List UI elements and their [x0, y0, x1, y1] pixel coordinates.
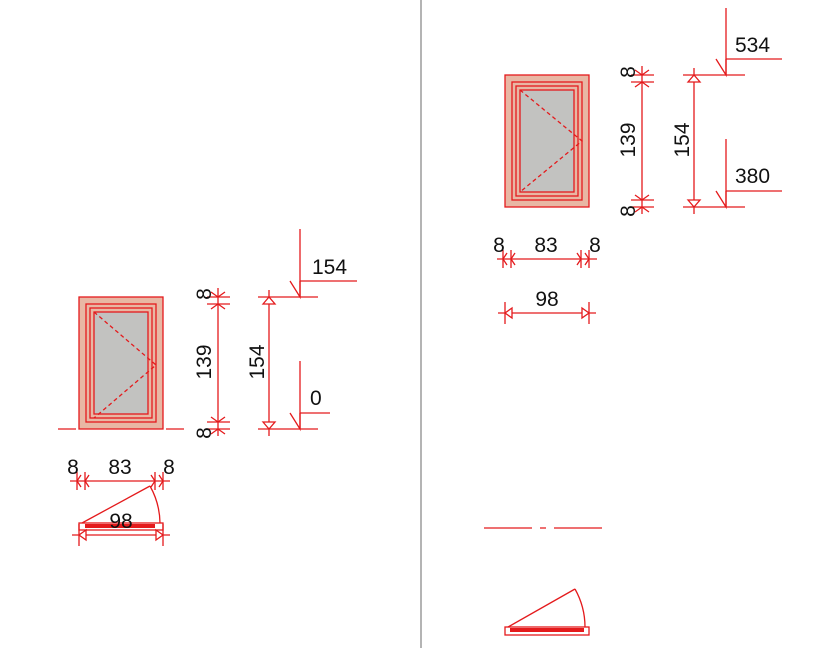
right-total-height-label: 154 — [671, 122, 694, 157]
right-plan-swing — [504, 588, 590, 636]
left-view: 8 139 8 154 154 0 — [58, 229, 357, 546]
right-width-sash-label: 83 — [534, 234, 557, 257]
right-total-width-label: 98 — [535, 288, 558, 311]
left-height-dimension-chain — [207, 288, 230, 436]
left-width-dimension-chain — [70, 472, 170, 490]
left-total-width-label: 98 — [109, 510, 132, 533]
left-total-width-dimension — [72, 524, 170, 546]
left-width-left-gap-label: 8 — [67, 456, 79, 479]
right-width-right-gap-label: 8 — [589, 234, 601, 257]
right-height-bottom-gap-label: 8 — [617, 205, 640, 217]
left-width-sash-label: 83 — [108, 456, 131, 479]
left-total-height-dimension — [258, 290, 318, 436]
right-elevation-marker-top — [715, 8, 782, 78]
left-height-bottom-gap-label: 8 — [193, 427, 216, 439]
right-total-width-dimension — [498, 302, 596, 324]
right-height-sash-label: 139 — [617, 122, 640, 157]
left-window-elevation — [78, 296, 164, 430]
right-elevation-marker-bottom — [715, 139, 782, 210]
left-elevation-marker-top — [289, 229, 357, 300]
right-height-top-gap-label: 8 — [617, 66, 640, 78]
right-elevation-top-label: 534 — [735, 34, 770, 57]
left-height-sash-label: 139 — [193, 344, 216, 379]
right-window-elevation — [504, 74, 590, 208]
right-width-dimension-chain — [497, 250, 597, 268]
right-width-left-gap-label: 8 — [493, 234, 505, 257]
right-total-height-dimension — [683, 68, 745, 214]
right-view: 8 139 8 154 534 380 — [484, 8, 782, 636]
left-elevation-marker-bottom — [289, 361, 330, 432]
left-elevation-top-label: 154 — [312, 256, 347, 279]
left-total-height-label: 154 — [246, 344, 269, 379]
left-width-right-gap-label: 8 — [163, 456, 175, 479]
left-height-top-gap-label: 8 — [193, 288, 216, 300]
left-elevation-bottom-label: 0 — [310, 387, 322, 410]
right-elevation-bottom-label: 380 — [735, 165, 770, 188]
right-height-dimension-chain — [631, 66, 654, 214]
